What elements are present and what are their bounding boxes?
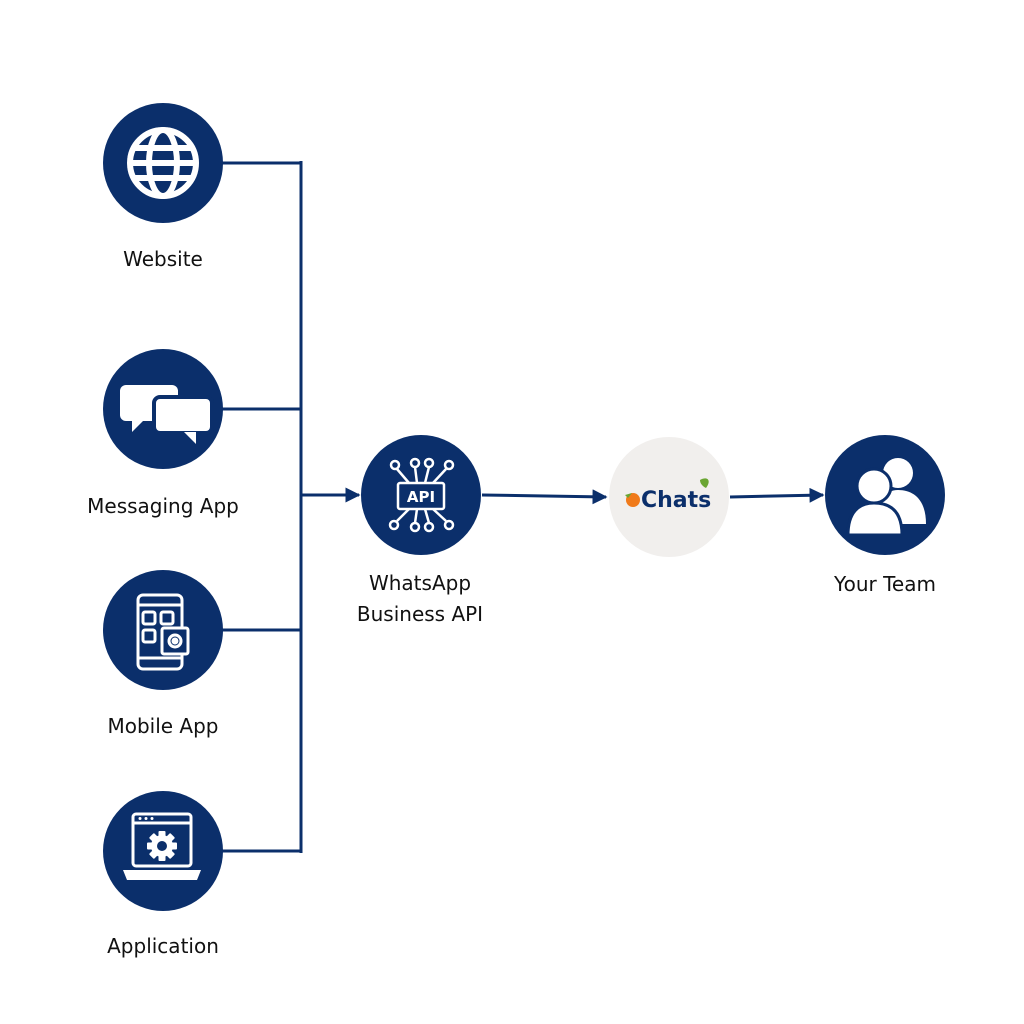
team-node (825, 435, 945, 555)
arrow-to-ochats (481, 489, 608, 505)
label-application: Application (107, 934, 219, 958)
messaging-app-node (103, 349, 223, 469)
mobile-apps-icon (136, 593, 190, 671)
api-chip-icon: API (388, 457, 455, 533)
label-whatsapp-line2: Business API (356, 602, 484, 626)
arrow-to-team (729, 487, 825, 503)
label-messaging-app: Messaging App (87, 494, 239, 518)
laptop-gear-icon (123, 812, 201, 880)
api-node: API (361, 435, 481, 555)
api-chip-label: API (407, 488, 435, 506)
globe-icon (127, 127, 199, 199)
ochats-logo-text: Chats (641, 488, 711, 513)
label-whatsapp-business-api: WhatsApp Business API (320, 568, 520, 630)
label-your-team: Your Team (834, 572, 936, 596)
label-mobile-app: Mobile App (107, 714, 219, 738)
website-node (103, 103, 223, 223)
team-users-icon (846, 458, 926, 537)
connectors (222, 161, 825, 853)
ochats-node: Chats (609, 437, 729, 557)
label-whatsapp-line1: WhatsApp (368, 571, 472, 595)
application-node (103, 791, 223, 911)
label-website: Website (123, 247, 203, 271)
mobile-app-node (103, 570, 223, 690)
chat-bubbles-icon (120, 385, 214, 444)
ochats-logo: Chats (625, 478, 711, 513)
